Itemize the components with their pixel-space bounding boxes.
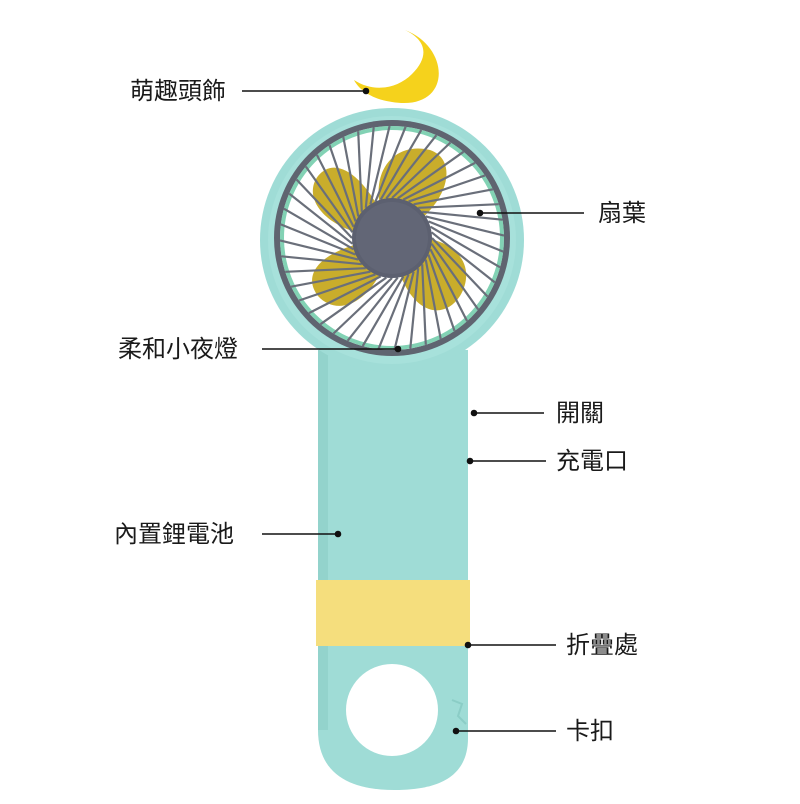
clip-ring [346,664,438,756]
grille-spoke [304,165,354,233]
label-charging-port: 充電口 [556,447,628,475]
grille-spoke [430,243,480,311]
grille-spoke [357,131,363,212]
fold-band [316,580,470,646]
label-night-light: 柔和小夜燈 [118,335,238,363]
grille-spoke [393,271,415,351]
grille-spoke [425,215,505,237]
grille-spoke [429,225,501,269]
grille-spoke [279,239,359,261]
grille-spokes [279,125,505,351]
label-clip: 卡扣 [566,717,614,745]
label-fold-point: 折疊處 [566,631,638,659]
grille-spoke [385,134,438,200]
grille-spoke [413,188,494,206]
grille-spoke [379,129,423,201]
grille-spoke [361,275,405,347]
label-power-switch: 開關 [556,399,604,427]
grille-spoke [283,207,355,251]
label-headpiece: 萌趣頭飾 [130,77,226,105]
grille-spoke [332,277,393,335]
grille-spoke [328,144,357,222]
grille-spoke [427,254,456,332]
grille-spoke [342,136,360,217]
grille-spoke [374,126,407,203]
grille-spoke [408,174,486,203]
clip-gap [451,699,467,725]
moon-headpiece-icon [354,30,439,104]
grille-spoke [290,270,371,288]
grille-spoke [402,161,476,201]
grille-spoke [369,125,391,205]
grille-spoke [319,276,387,326]
grille-spoke [295,178,353,239]
grille-spoke [427,220,504,253]
grille-spoke [308,275,382,315]
label-battery: 內置鋰電池 [114,520,234,548]
grille-spoke [288,192,354,245]
grille-spoke [377,273,410,350]
grille-spoke [430,231,496,284]
fan-handle [318,350,468,790]
grille-spoke [421,264,427,345]
grille-spoke [346,276,399,342]
grille-spoke [418,203,499,209]
grille-spoke [429,248,469,322]
grille-spoke [285,267,366,273]
grille-spoke [281,255,362,266]
grille-spoke [315,154,355,228]
grille-spoke [364,127,375,208]
grille-spoke [422,210,503,221]
grille-spoke [280,223,357,256]
grille-spoke [298,273,376,302]
grille-spoke [431,237,489,298]
grille-spoke [397,150,465,200]
label-fan-blades: 扇葉 [598,199,646,227]
grille-spoke [409,268,420,349]
callout-lines [242,87,584,735]
grille-spoke [424,259,442,340]
grille-spoke [391,141,452,199]
